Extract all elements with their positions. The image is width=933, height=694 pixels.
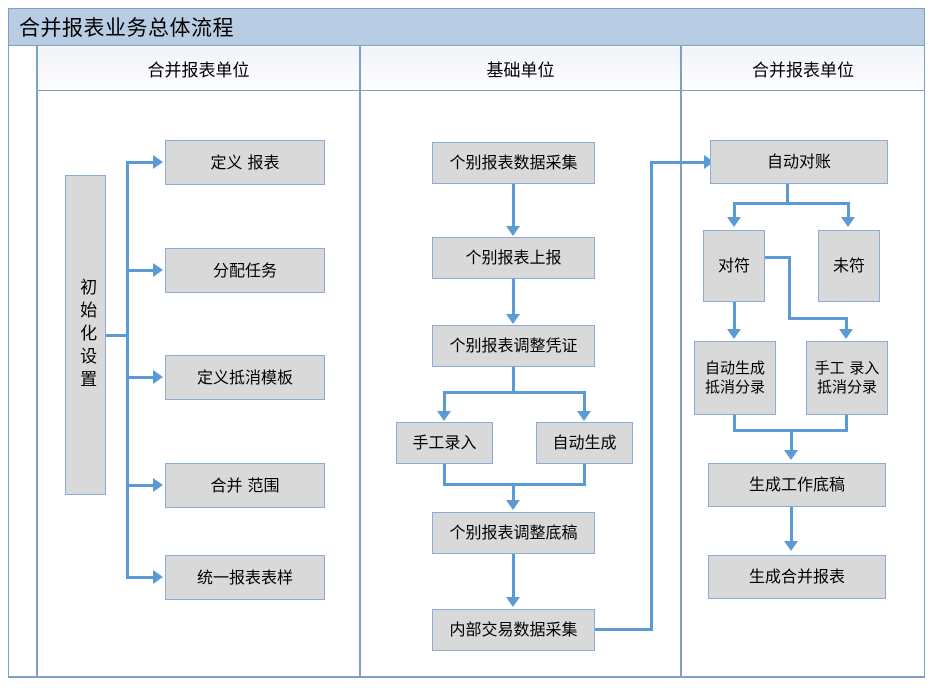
node-individual-data-collect[interactable]: 个别报表数据采集 <box>432 142 595 184</box>
column-header-middle: 基础单位 <box>361 47 680 90</box>
connector-voucher-split-stem <box>512 367 515 393</box>
connector-init-to-unified-format <box>126 576 155 579</box>
connector-init-to-define-report <box>126 161 155 164</box>
arrow-init-to-unified-format <box>153 570 163 584</box>
connector-init-trunk-out <box>106 334 129 337</box>
connector-matched-right <box>765 256 791 259</box>
node-manual-entry[interactable]: 手工录入 <box>396 422 493 464</box>
connector-submit-to-voucher <box>512 279 515 315</box>
connector-manual-offset-stem <box>845 317 848 330</box>
connector-manualoffset-down <box>845 415 848 431</box>
node-internal-txn-collect[interactable]: 内部交易数据采集 <box>432 609 595 651</box>
connector-internal-to-right-h2 <box>650 161 706 164</box>
grid-vline-left-narrow <box>36 46 38 678</box>
arrow-init-to-assign-task <box>153 263 163 277</box>
arrow-matched-to-manual-offset <box>839 329 853 339</box>
connector-manual-down <box>443 464 446 485</box>
connector-reconcile-stem <box>786 184 789 204</box>
connector-init-trunk-vertical <box>126 162 129 578</box>
node-manual-offset-entry[interactable]: 手工 录入 抵消分录 <box>806 341 888 415</box>
connector-merge-to-draft <box>512 483 515 501</box>
connector-voucher-to-auto <box>583 391 586 412</box>
arrow-submit-to-voucher <box>506 314 520 324</box>
connector-init-to-merge-scope <box>126 484 155 487</box>
connector-matched-right-down <box>788 256 791 319</box>
node-merge-scope[interactable]: 合并 范围 <box>165 463 325 508</box>
arrow-collect-to-submit <box>506 226 520 236</box>
arrow-reconcile-to-unmatched <box>841 217 855 227</box>
connector-reconcile-to-unmatched <box>847 202 850 218</box>
node-unified-report-format[interactable]: 统一报表表样 <box>165 555 325 600</box>
arrow-merge-to-draft <box>506 500 520 510</box>
connector-matched-to-manual-bar <box>788 317 847 320</box>
connector-voucher-to-manual <box>443 391 446 412</box>
connector-worksheet-to-consolidated <box>790 507 793 542</box>
connector-collect-to-submit <box>512 184 515 227</box>
arrow-voucher-to-auto <box>577 411 591 421</box>
connector-internal-to-right-h1 <box>595 628 653 631</box>
arrow-init-to-merge-scope <box>153 478 163 492</box>
node-assign-task[interactable]: 分配任务 <box>165 248 325 293</box>
column-header-right: 合并报表单位 <box>682 47 924 90</box>
connector-voucher-split-bar <box>443 391 584 394</box>
node-matched[interactable]: 对符 <box>703 230 765 302</box>
connector-draft-to-internal <box>512 554 515 598</box>
arrow-matched-to-autogen <box>727 329 741 339</box>
grid-hline-header-bottom <box>36 89 924 91</box>
arrow-internal-to-auto-reconcile <box>704 155 714 169</box>
arrow-reconcile-to-matched <box>727 217 741 227</box>
connector-offset-to-worksheet <box>790 429 793 451</box>
connector-auto-down <box>583 464 586 485</box>
node-define-offset-template[interactable]: 定义抵消模板 <box>165 355 325 400</box>
arrow-draft-to-internal <box>506 597 520 607</box>
node-auto-reconcile[interactable]: 自动对账 <box>710 140 888 184</box>
node-generate-worksheet[interactable]: 生成工作底稿 <box>708 463 886 507</box>
node-individual-submit[interactable]: 个别报表上报 <box>432 237 595 279</box>
column-header-left-label: 合并报表单位 <box>147 61 250 81</box>
node-generate-consolidated[interactable]: 生成合并报表 <box>708 555 886 599</box>
node-individual-adjust-draft[interactable]: 个别报表调整底稿 <box>432 512 595 554</box>
connector-autogen-down <box>733 415 736 431</box>
node-init-setup[interactable]: 初始化设置 <box>65 175 106 495</box>
page-title: 合并报表业务总体流程 <box>19 16 234 40</box>
connector-internal-to-right-v <box>650 161 653 631</box>
column-header-middle-label: 基础单位 <box>486 61 555 81</box>
node-define-report[interactable]: 定义 报表 <box>165 140 325 185</box>
grid-vline-col1-col2 <box>359 46 361 678</box>
arrow-init-to-offset-template <box>153 370 163 384</box>
diagram-title-bar: 合并报表业务总体流程 <box>9 9 924 46</box>
node-auto-gen-offset-entry[interactable]: 自动生成 抵消分录 <box>694 341 776 415</box>
arrow-worksheet-to-consolidated <box>784 541 798 551</box>
connector-init-to-assign-task <box>126 269 155 272</box>
column-header-right-label: 合并报表单位 <box>752 61 854 81</box>
node-unmatched[interactable]: 未符 <box>818 230 880 302</box>
node-individual-adjust-voucher[interactable]: 个别报表调整凭证 <box>432 325 595 367</box>
grid-vline-col2-col3 <box>680 46 682 678</box>
connector-init-to-offset-template <box>126 376 155 379</box>
node-auto-generate[interactable]: 自动生成 <box>536 422 633 464</box>
connector-reconcile-to-matched <box>733 202 736 218</box>
grid-hline-bottom <box>9 676 924 678</box>
connector-matched-to-autogen <box>733 302 736 330</box>
arrow-init-to-define-report <box>153 155 163 169</box>
arrow-voucher-to-manual <box>437 411 451 421</box>
connector-reconcile-split-bar <box>733 202 850 205</box>
arrow-offset-to-worksheet <box>784 450 798 460</box>
column-header-left: 合并报表单位 <box>38 47 359 90</box>
